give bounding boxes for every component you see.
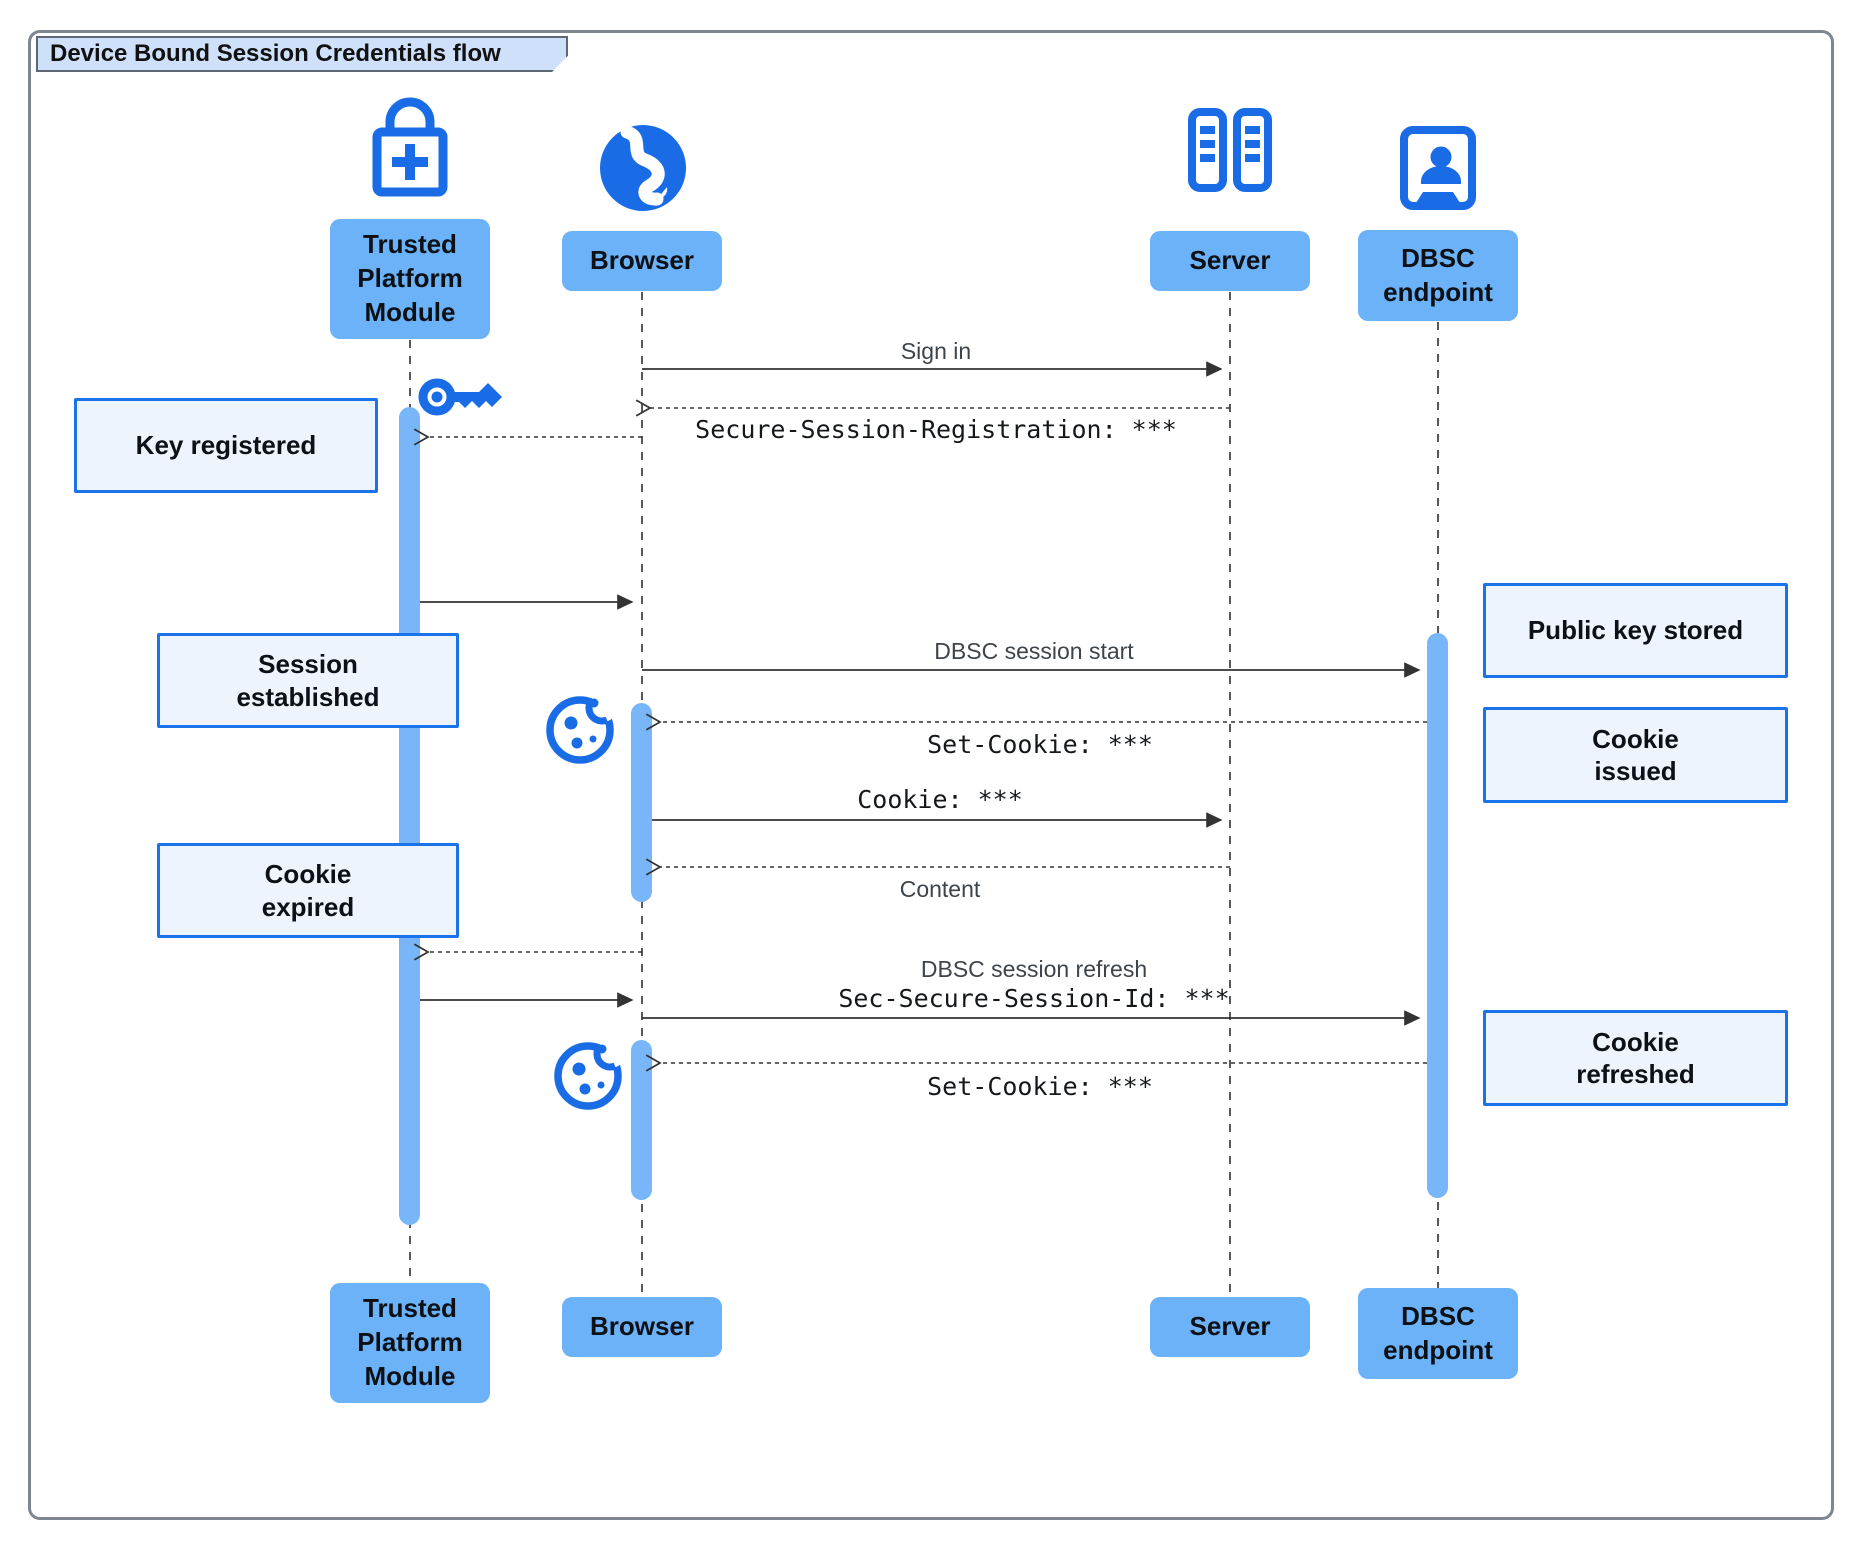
- server-icon: [1188, 108, 1272, 192]
- note-cookie-issued: Cookie issued: [1483, 707, 1788, 803]
- actor-server-top: Server: [1150, 231, 1310, 291]
- message-dbsc-session-refresh: DBSC session refresh: [920, 956, 1148, 982]
- note-key-registered: Key registered: [74, 398, 378, 493]
- key-icon: [418, 378, 502, 416]
- globe-icon: [600, 125, 686, 211]
- actor-tpm-bottom: Trusted Platform Module: [330, 1283, 490, 1403]
- activation-bar-tpm: [399, 407, 420, 1225]
- id-badge-icon: [1400, 126, 1476, 210]
- note-session-established: Session established: [157, 633, 459, 728]
- note-public-key-stored: Public key stored: [1483, 583, 1788, 678]
- actor-browser-bottom: Browser: [562, 1297, 722, 1357]
- cookie-icon: [546, 694, 617, 764]
- message-set-cookie-1: Set-Cookie: ***: [927, 730, 1153, 759]
- actor-dbsc-top: DBSC endpoint: [1358, 230, 1518, 321]
- note-cookie-refreshed: Cookie refreshed: [1483, 1010, 1788, 1106]
- actor-browser-top: Browser: [562, 231, 722, 291]
- message-content: Content: [899, 876, 981, 902]
- actor-tpm-top: Trusted Platform Module: [330, 219, 490, 339]
- actor-dbsc-bottom: DBSC endpoint: [1358, 1288, 1518, 1379]
- cookie-icon: [554, 1040, 625, 1110]
- message-sign-in: Sign in: [900, 338, 972, 364]
- message-cookie: Cookie: ***: [857, 785, 1023, 814]
- activation-bar-browser-1: [631, 703, 652, 902]
- actor-server-bottom: Server: [1150, 1297, 1310, 1357]
- message-dbsc-session-start: DBSC session start: [934, 638, 1134, 664]
- lock-plus-icon: [372, 97, 448, 197]
- message-set-cookie-2: Set-Cookie: ***: [927, 1072, 1153, 1101]
- note-cookie-expired: Cookie expired: [157, 843, 459, 938]
- message-secure-session-registration: Secure-Session-Registration: ***: [695, 415, 1177, 444]
- activation-bar-dbsc: [1427, 633, 1448, 1198]
- activation-bar-browser-2: [631, 1040, 652, 1200]
- diagram-border: [28, 30, 1834, 1520]
- diagram-title: Device Bound Session Credentials flow: [36, 36, 568, 72]
- message-sec-secure-session-id: Sec-Secure-Session-Id: ***: [838, 984, 1230, 1013]
